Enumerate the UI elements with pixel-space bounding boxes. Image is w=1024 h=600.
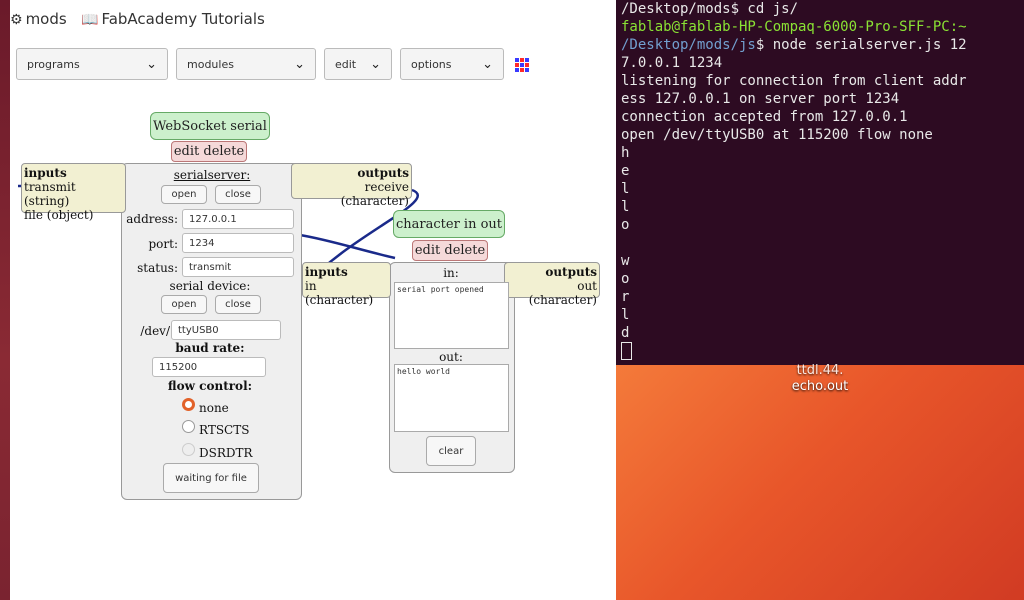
desktop-background — [616, 365, 1024, 600]
chevron-down-icon: ⌄ — [482, 56, 493, 72]
address-input[interactable]: 127.0.0.1 — [182, 209, 294, 229]
terminal-line: r — [621, 289, 630, 305]
modules-menu[interactable]: modules⌄ — [176, 48, 316, 80]
flow-none-radio[interactable] — [182, 398, 195, 411]
chevron-down-icon: ⌄ — [294, 56, 305, 72]
terminal-line: d — [621, 325, 630, 341]
dev-input[interactable]: ttyUSB0 — [171, 320, 281, 340]
bookmark-mods[interactable]: ⚙mods — [10, 10, 67, 28]
flow-rtscts-radio[interactable] — [182, 420, 195, 433]
terminal-title-fragment: /Desktop/mods$ cd js/ — [621, 1, 799, 17]
flow-rtscts-label: RTSCTS — [199, 423, 250, 437]
flow-none-label: none — [199, 401, 229, 415]
address-label: address: — [126, 212, 178, 226]
grid-icon[interactable] — [515, 58, 529, 72]
chevron-down-icon: ⌄ — [370, 56, 381, 72]
programs-menu[interactable]: programs⌄ — [16, 48, 168, 80]
websocket-inputs: inputs transmit (string) file (object) — [21, 163, 126, 222]
terminal-line: 7.0.0.1 1234 — [621, 55, 723, 71]
input-transmit[interactable]: transmit (string) — [24, 180, 76, 208]
terminal-line: o — [621, 217, 630, 233]
terminal-line: ess 127.0.0.1 on server port 1234 — [621, 91, 900, 107]
edit-button[interactable]: edit — [173, 144, 200, 159]
options-menu[interactable]: options⌄ — [400, 48, 504, 80]
websocket-edit-delete: edit delete — [171, 141, 247, 162]
port-input[interactable]: 1234 — [182, 233, 294, 253]
device-open-button[interactable]: open — [161, 295, 207, 314]
baud-rate-label: baud rate: — [175, 341, 245, 355]
book-icon: 📖 — [81, 12, 99, 28]
device-close-button[interactable]: close — [215, 295, 261, 314]
terminal-line: /Desktop/mods/js$ node serialserver.js 1… — [621, 37, 967, 53]
character-module-title[interactable]: character in out — [393, 210, 505, 238]
wire-out-to-transmit — [299, 233, 396, 260]
terminal-window[interactable]: /Desktop/mods$ cd js/ fablab@fablab-HP-C… — [616, 0, 1024, 365]
flow-dsrdtr-label: DSRDTR — [199, 446, 253, 460]
delete-button[interactable]: delete — [444, 243, 486, 258]
character-inputs: inputs in (character) — [302, 262, 391, 307]
websocket-module-title[interactable]: WebSocket serial — [150, 112, 270, 140]
edit-menu[interactable]: edit⌄ — [324, 48, 392, 80]
dev-label: /dev/ — [140, 324, 170, 338]
terminal-line: open /dev/ttyUSB0 at 115200 flow none — [621, 127, 933, 143]
input-file[interactable]: file (object) — [24, 208, 94, 222]
terminal-line: listening for connection from client add… — [621, 73, 967, 89]
terminal-line — [621, 234, 1024, 252]
edit-button[interactable]: edit — [414, 243, 441, 258]
terminal-line-context: /Desktop/mods$ cd js/ — [621, 0, 1024, 18]
serial-device-label: serial device: — [169, 279, 251, 293]
clear-button[interactable]: clear — [426, 436, 476, 466]
baud-rate-input[interactable]: 115200 — [152, 357, 266, 377]
bookmark-fabacademy[interactable]: 📖FabAcademy Tutorials — [81, 10, 265, 28]
in-textarea[interactable]: serial port opened — [394, 282, 509, 349]
terminal-line: connection accepted from 127.0.0.1 — [621, 109, 908, 125]
input-in[interactable]: in (character) — [305, 279, 374, 307]
terminal-line: l — [621, 307, 630, 323]
waiting-for-file-button[interactable]: waiting for file — [163, 463, 259, 493]
desktop-file-echo-out[interactable]: ttdl.44. echo.out — [760, 363, 880, 395]
terminal-line: h — [621, 145, 630, 161]
server-open-button[interactable]: open — [161, 185, 207, 204]
terminal-line: fablab@fablab-HP-Compaq-6000-Pro-SFF-PC:… — [621, 19, 967, 35]
flow-dsrdtr-radio[interactable] — [182, 443, 195, 456]
gear-icon: ⚙ — [10, 12, 23, 28]
terminal-cursor-line — [621, 342, 1024, 360]
bookmark-bar: ⚙mods 📖FabAcademy Tutorials — [10, 10, 410, 36]
terminal-line: l — [621, 181, 630, 197]
out-label: out: — [439, 350, 463, 364]
delete-button[interactable]: delete — [203, 144, 245, 159]
terminal-line: e — [621, 163, 630, 179]
character-edit-delete: edit delete — [412, 240, 488, 261]
serialserver-label: serialserver: — [173, 168, 251, 182]
terminal-line: w — [621, 253, 630, 269]
output-out[interactable]: out (character) — [528, 279, 597, 307]
desktop-left-strip — [0, 0, 10, 600]
status-label: status: — [137, 261, 178, 275]
desktop-file-label: echo.out — [791, 379, 849, 394]
websocket-outputs: outputs receive (character) — [291, 163, 412, 208]
output-receive[interactable]: receive (character) — [340, 180, 409, 208]
character-outputs: outputs out (character) — [504, 262, 600, 307]
terminal-cursor — [621, 342, 632, 360]
chevron-down-icon: ⌄ — [146, 56, 157, 72]
desktop-file-label-top: ttdl.44. — [796, 363, 844, 378]
terminal-line: o — [621, 271, 630, 287]
terminal-line: l — [621, 199, 630, 215]
in-label: in: — [443, 266, 459, 280]
server-close-button[interactable]: close — [215, 185, 261, 204]
out-textarea[interactable]: hello world — [394, 364, 509, 432]
port-label: port: — [148, 237, 178, 251]
flow-control-label: flow control: — [167, 379, 253, 393]
browser-window — [10, 0, 616, 600]
status-input[interactable]: transmit — [182, 257, 294, 277]
